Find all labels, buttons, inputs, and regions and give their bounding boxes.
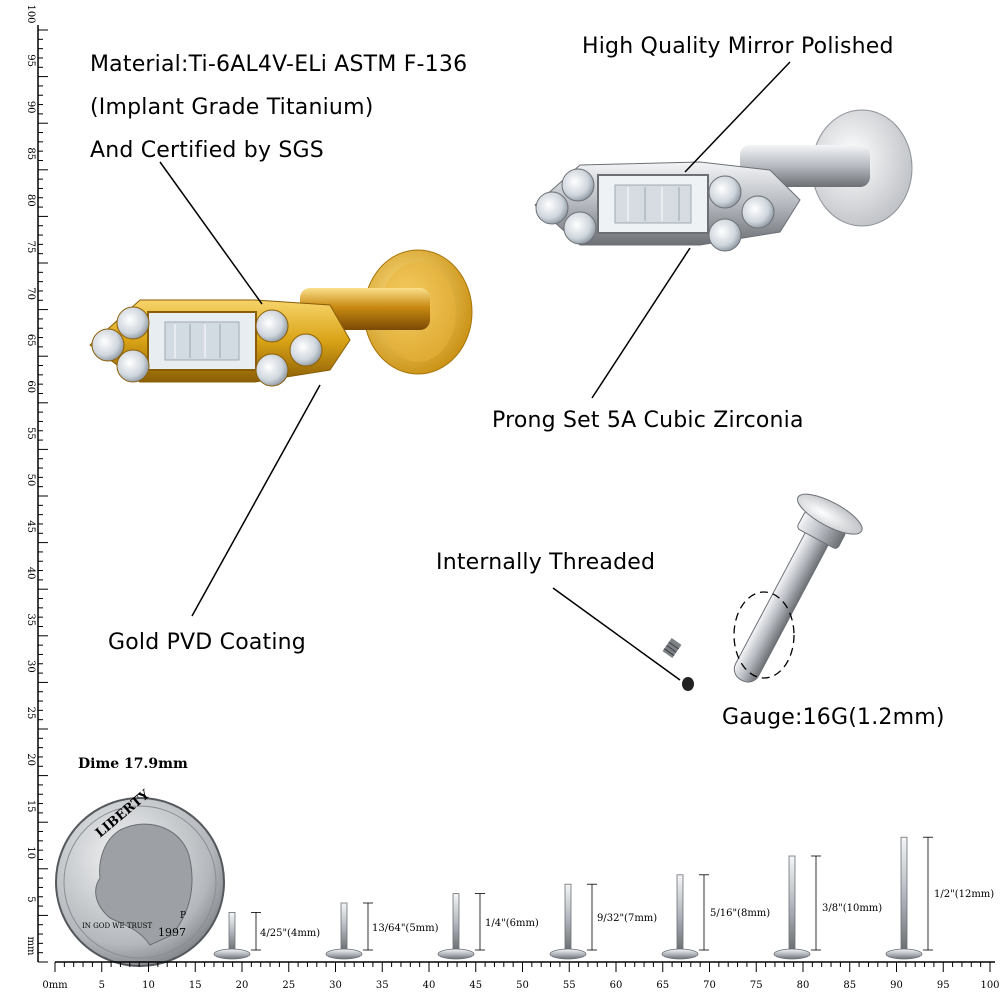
bottom-ruler-label: 85	[843, 980, 856, 991]
size-post-disc	[213, 948, 251, 960]
dime-trust-text: IN GOD WE TRUST	[82, 922, 152, 930]
bottom-ruler-label: 100	[980, 980, 999, 991]
size-label-12mm: 1/2"(12mm)	[934, 889, 995, 900]
size-post-shaft	[564, 883, 572, 951]
size-post-shaft	[676, 874, 684, 951]
bottom-ruler-label: 70	[703, 980, 716, 991]
left-ruler-label: 25	[25, 707, 36, 720]
bottom-ruler-label: 90	[890, 980, 903, 991]
dime-title: Dime 17.9mm	[78, 756, 188, 772]
left-ruler-label: 85	[25, 147, 36, 160]
size-post-disc	[437, 948, 475, 960]
left-ruler-label: 90	[25, 101, 36, 114]
size-label-8mm: 5/16"(8mm)	[710, 908, 771, 919]
left-ruler-label: 100	[25, 4, 36, 23]
gauge-label: Gauge:16G(1.2mm)	[722, 705, 945, 730]
size-post-shaft	[452, 893, 460, 951]
left-ruler-label: 75	[25, 241, 36, 254]
bottom-ruler-label: 30	[329, 980, 342, 991]
left-ruler-label: 15	[25, 800, 36, 813]
left-ruler-label: 20	[25, 753, 36, 766]
mirror-polished-label: High Quality Mirror Polished	[582, 34, 894, 59]
size-label-5mm: 13/64"(5mm)	[372, 923, 439, 934]
left-ruler-label: 40	[25, 567, 36, 580]
bottom-ruler-label: 35	[376, 980, 389, 991]
bottom-ruler-label: 20	[236, 980, 249, 991]
bottom-ruler-label: 5	[99, 980, 105, 991]
internally-threaded-label: Internally Threaded	[436, 550, 656, 575]
size-post-disc	[549, 948, 587, 960]
size-post-disc	[661, 948, 699, 960]
size-post-disc	[325, 948, 363, 960]
size-label-4mm: 4/25"(4mm)	[260, 928, 321, 939]
left-ruler-label: 45	[25, 520, 36, 533]
size-post-shaft	[340, 902, 348, 951]
size-post-shaft	[788, 855, 796, 951]
left-ruler-label: 80	[25, 194, 36, 207]
material-label-line1: Material:Ti-6AL4V-ELi ASTM F-136	[90, 52, 468, 77]
size-label-7mm: 9/32"(7mm)	[597, 913, 658, 924]
size-post-disc	[885, 948, 923, 960]
left-ruler-label: 70	[25, 287, 36, 300]
bottom-ruler-label: 50	[516, 980, 529, 991]
gold-labret-image	[89, 249, 473, 387]
bottom-ruler-label: 10	[142, 980, 155, 991]
size-label-6mm: 1/4"(6mm)	[485, 918, 539, 929]
dime-mint-text: P	[180, 911, 186, 921]
left-ruler-label: mm	[25, 937, 36, 956]
left-ruler-label: 60	[25, 380, 36, 393]
bottom-ruler: 0mm 5 10 15 20 25 30 35 40 45 50 55 60 65 70 75 80 85 90 95…	[42, 961, 1000, 991]
screw-icon	[662, 638, 682, 658]
left-ruler-label: 5	[25, 896, 36, 902]
size-post-shaft	[228, 912, 236, 951]
left-ruler-label: 95	[25, 54, 36, 67]
gold-coating-label: Gold PVD Coating	[108, 630, 306, 655]
dime-image: LIBERTY IN GOD WE TRUST 1997 P	[55, 787, 225, 967]
bottom-ruler-label: 55	[563, 980, 576, 991]
zirconia-label: Prong Set 5A Cubic Zirconia	[492, 408, 804, 433]
silver-labret-image	[534, 109, 913, 252]
bottom-ruler-label: 0mm	[42, 980, 68, 991]
size-label-10mm: 3/8"(10mm)	[822, 903, 883, 914]
leader-lines	[159, 61, 791, 681]
bottom-ruler-label: 45	[469, 980, 482, 991]
material-label-line3: And Certified by SGS	[90, 138, 324, 163]
left-ruler: mm 5 10 15 20 25 30 35 40 45 50 55 60 65 70 75 80 85 90 95 1…	[25, 4, 48, 963]
size-post-shaft	[900, 836, 908, 951]
bottom-ruler-label: 95	[937, 980, 950, 991]
bottom-ruler-label: 15	[189, 980, 202, 991]
bottom-ruler-label: 60	[610, 980, 623, 991]
bottom-ruler-label: 25	[282, 980, 295, 991]
threaded-post-image	[662, 493, 863, 691]
left-ruler-label: 10	[25, 846, 36, 859]
left-ruler-label: 30	[25, 660, 36, 673]
left-ruler-label: 55	[25, 427, 36, 440]
size-posts	[213, 836, 933, 960]
bottom-ruler-label: 75	[750, 980, 763, 991]
bottom-ruler-label: 80	[797, 980, 810, 991]
left-ruler-label: 50	[25, 474, 36, 487]
left-ruler-label: 65	[25, 334, 36, 347]
material-label-line2: (Implant Grade Titanium)	[90, 95, 374, 120]
bottom-ruler-label: 65	[656, 980, 669, 991]
size-post-disc	[773, 948, 811, 960]
bottom-ruler-label: 40	[423, 980, 436, 991]
dime-year-text: 1997	[158, 926, 186, 939]
left-ruler-label: 35	[25, 613, 36, 626]
